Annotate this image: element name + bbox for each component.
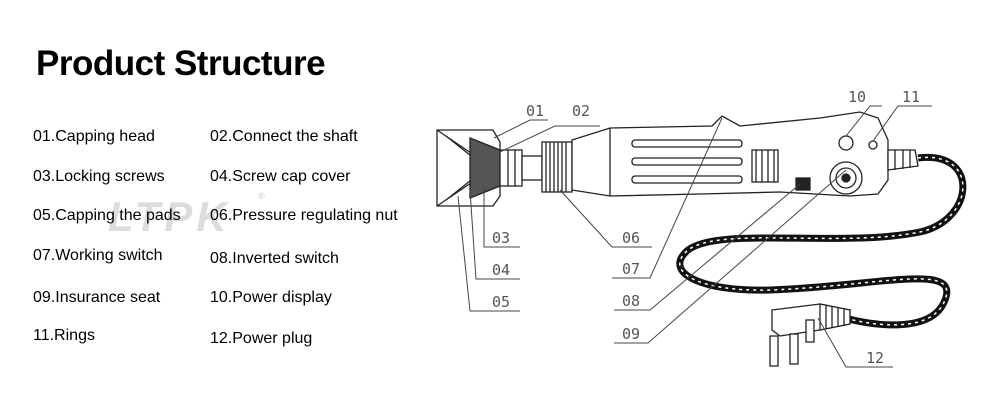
callout-03: 03 <box>492 229 510 247</box>
callout-05: 05 <box>492 293 510 311</box>
callout-04: 04 <box>492 261 510 279</box>
power-cable <box>676 149 967 329</box>
part-label-06: 06.Pressure regulating nut <box>210 207 398 224</box>
callout-02: 02 <box>572 102 590 120</box>
part-label-07: 07.Working switch <box>33 247 163 264</box>
part-label-03: 03.Locking screws <box>33 168 165 185</box>
callout-07: 07 <box>622 260 640 278</box>
part-label-01: 01.Capping head <box>33 128 155 145</box>
connect-shaft <box>499 149 543 187</box>
callout-01: 01 <box>526 102 544 120</box>
callout-06: 06 <box>622 229 640 247</box>
part-label-10: 10.Power display <box>210 289 332 306</box>
capping-head <box>436 129 501 207</box>
tool-body <box>571 111 889 197</box>
part-label-09: 09.Insurance seat <box>33 289 161 306</box>
callout-09: 09 <box>622 325 640 343</box>
part-label-08: 08.Inverted switch <box>210 250 339 267</box>
watermark-registered-mark: ® <box>258 191 265 201</box>
part-label-11: 11.Rings <box>33 327 95 344</box>
watermark-left: LTPK <box>108 193 231 240</box>
part-label-12: 12.Power plug <box>210 330 313 347</box>
callout-08: 08 <box>622 292 640 310</box>
callout-numbers: 01 02 03 04 05 06 07 08 09 10 11 12 <box>492 88 920 367</box>
part-label-04: 04.Screw cap cover <box>210 168 351 185</box>
callout-12: 12 <box>866 349 884 367</box>
callout-11: 11 <box>902 88 920 106</box>
callout-10: 10 <box>848 88 866 106</box>
part-label-02: 02.Connect the shaft <box>210 128 358 145</box>
power-plug <box>769 303 851 367</box>
part-label-05: 05.Capping the pads <box>33 207 181 224</box>
page-title: Product Structure <box>36 44 326 83</box>
pressure-regulating-nut <box>541 141 573 193</box>
